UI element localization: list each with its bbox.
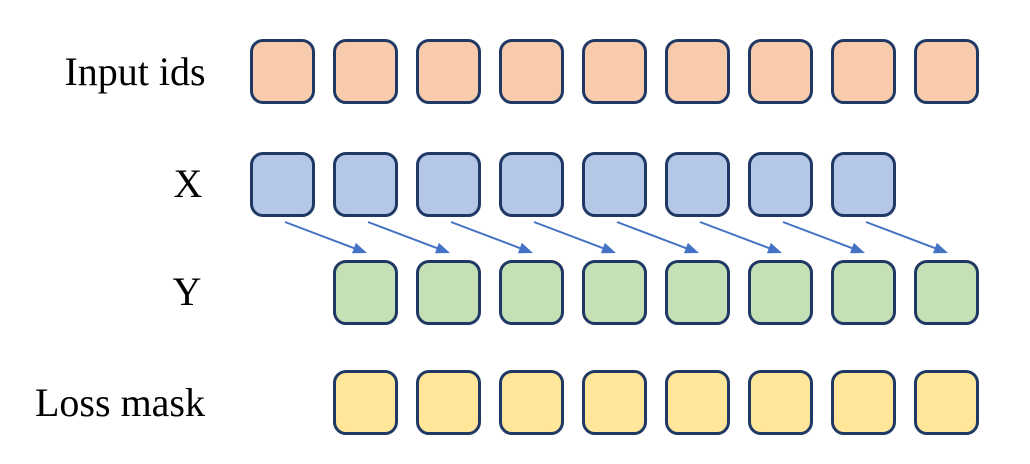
token-square-y bbox=[333, 260, 398, 325]
token-square-x bbox=[582, 152, 647, 217]
shift-arrow-line bbox=[533, 221, 606, 250]
token-square-y bbox=[416, 260, 481, 325]
token-square-input-ids bbox=[582, 39, 647, 104]
shift-arrow-head bbox=[600, 242, 616, 254]
token-square-input-ids bbox=[499, 39, 564, 104]
token-square-x bbox=[831, 152, 896, 217]
token-square-input-ids bbox=[748, 39, 813, 104]
token-square-loss-mask bbox=[914, 370, 979, 435]
token-square-x bbox=[748, 152, 813, 217]
token-square-loss-mask bbox=[831, 370, 896, 435]
row-input-ids bbox=[250, 39, 979, 104]
token-square-input-ids bbox=[333, 39, 398, 104]
token-square-input-ids bbox=[416, 39, 481, 104]
shift-arrow-line bbox=[616, 221, 689, 250]
shift-arrow-head bbox=[932, 242, 948, 254]
shift-arrow-line bbox=[865, 221, 938, 250]
token-square-loss-mask bbox=[333, 370, 398, 435]
row-label-x: X bbox=[173, 161, 203, 206]
shift-arrow-head bbox=[351, 242, 367, 254]
token-square-x bbox=[416, 152, 481, 217]
token-square-y bbox=[748, 260, 813, 325]
token-square-x bbox=[499, 152, 564, 217]
row-x bbox=[250, 152, 896, 217]
shift-arrow-line bbox=[367, 221, 440, 250]
token-square-input-ids bbox=[665, 39, 730, 104]
token-square-input-ids bbox=[831, 39, 896, 104]
shift-arrow-head bbox=[517, 242, 533, 254]
row-y bbox=[333, 260, 979, 325]
shift-arrow-head bbox=[766, 242, 782, 254]
shift-arrow-line bbox=[284, 221, 357, 250]
shift-arrow-line bbox=[782, 221, 855, 250]
token-square-loss-mask bbox=[499, 370, 564, 435]
shift-arrow-line bbox=[450, 221, 523, 250]
token-square-input-ids bbox=[250, 39, 315, 104]
token-square-loss-mask bbox=[416, 370, 481, 435]
token-square-loss-mask bbox=[665, 370, 730, 435]
token-square-y bbox=[831, 260, 896, 325]
shift-arrow-head bbox=[683, 242, 699, 254]
shift-arrow-line bbox=[699, 221, 772, 250]
row-label-y: Y bbox=[172, 269, 202, 314]
token-square-y bbox=[582, 260, 647, 325]
token-square-loss-mask bbox=[582, 370, 647, 435]
row-loss-mask bbox=[333, 370, 979, 435]
row-label-input-ids: Input ids bbox=[64, 49, 206, 94]
shift-arrow-head bbox=[849, 242, 865, 254]
token-square-x bbox=[665, 152, 730, 217]
token-square-y bbox=[665, 260, 730, 325]
token-square-loss-mask bbox=[748, 370, 813, 435]
token-square-input-ids bbox=[914, 39, 979, 104]
token-square-y bbox=[499, 260, 564, 325]
token-square-x bbox=[250, 152, 315, 217]
shift-arrow-head bbox=[434, 242, 450, 254]
token-square-x bbox=[333, 152, 398, 217]
token-square-y bbox=[914, 260, 979, 325]
row-label-loss-mask: Loss mask bbox=[35, 380, 205, 425]
